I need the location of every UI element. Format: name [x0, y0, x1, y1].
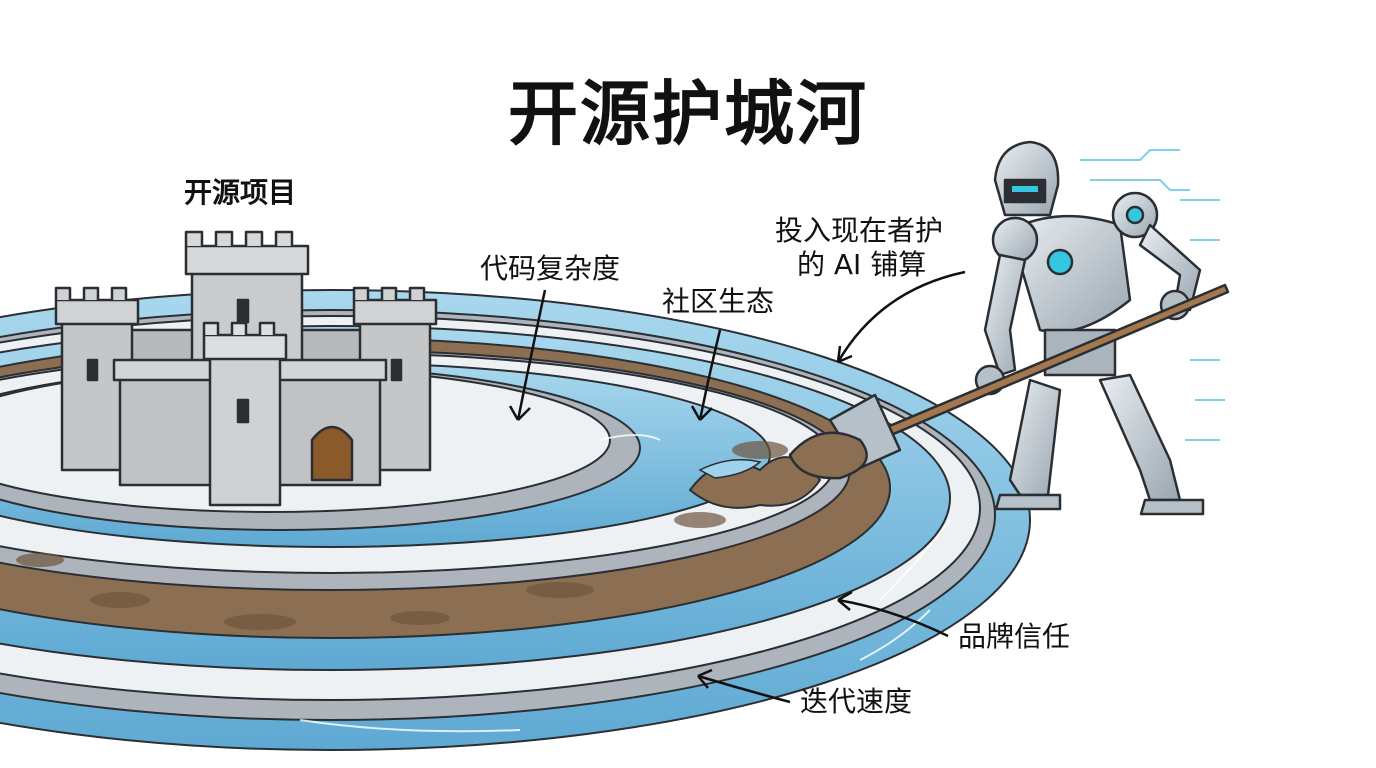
water-splash — [698, 459, 762, 479]
digital-lines — [1080, 149, 1225, 441]
label-ai-line1: 投入现在者护 — [775, 214, 944, 247]
page-title: 开源护城河 — [508, 73, 868, 155]
shovel-icon — [788, 283, 1230, 480]
robot-icon — [974, 140, 1205, 516]
label-community: 社区生态 — [662, 285, 775, 318]
castle-icon — [54, 230, 438, 507]
arrow-icon — [836, 270, 966, 363]
label-ai-line2: 的 AI 铺算 — [797, 248, 927, 281]
arrow-icon — [697, 674, 791, 704]
water-highlights — [299, 434, 951, 733]
label-brand-trust: 品牌信任 — [958, 620, 1071, 653]
arrow-icon — [516, 289, 547, 421]
mud-texture — [16, 441, 788, 630]
arrow-icon — [698, 329, 722, 421]
annotation-arrows — [508, 270, 966, 704]
label-iteration-speed: 迭代速度 — [800, 685, 913, 718]
robot-core — [1046, 248, 1074, 276]
arrow-icon — [837, 598, 949, 638]
label-code-complexity: 代码复杂度 — [480, 252, 621, 285]
label-project: 开源项目 — [184, 176, 297, 209]
